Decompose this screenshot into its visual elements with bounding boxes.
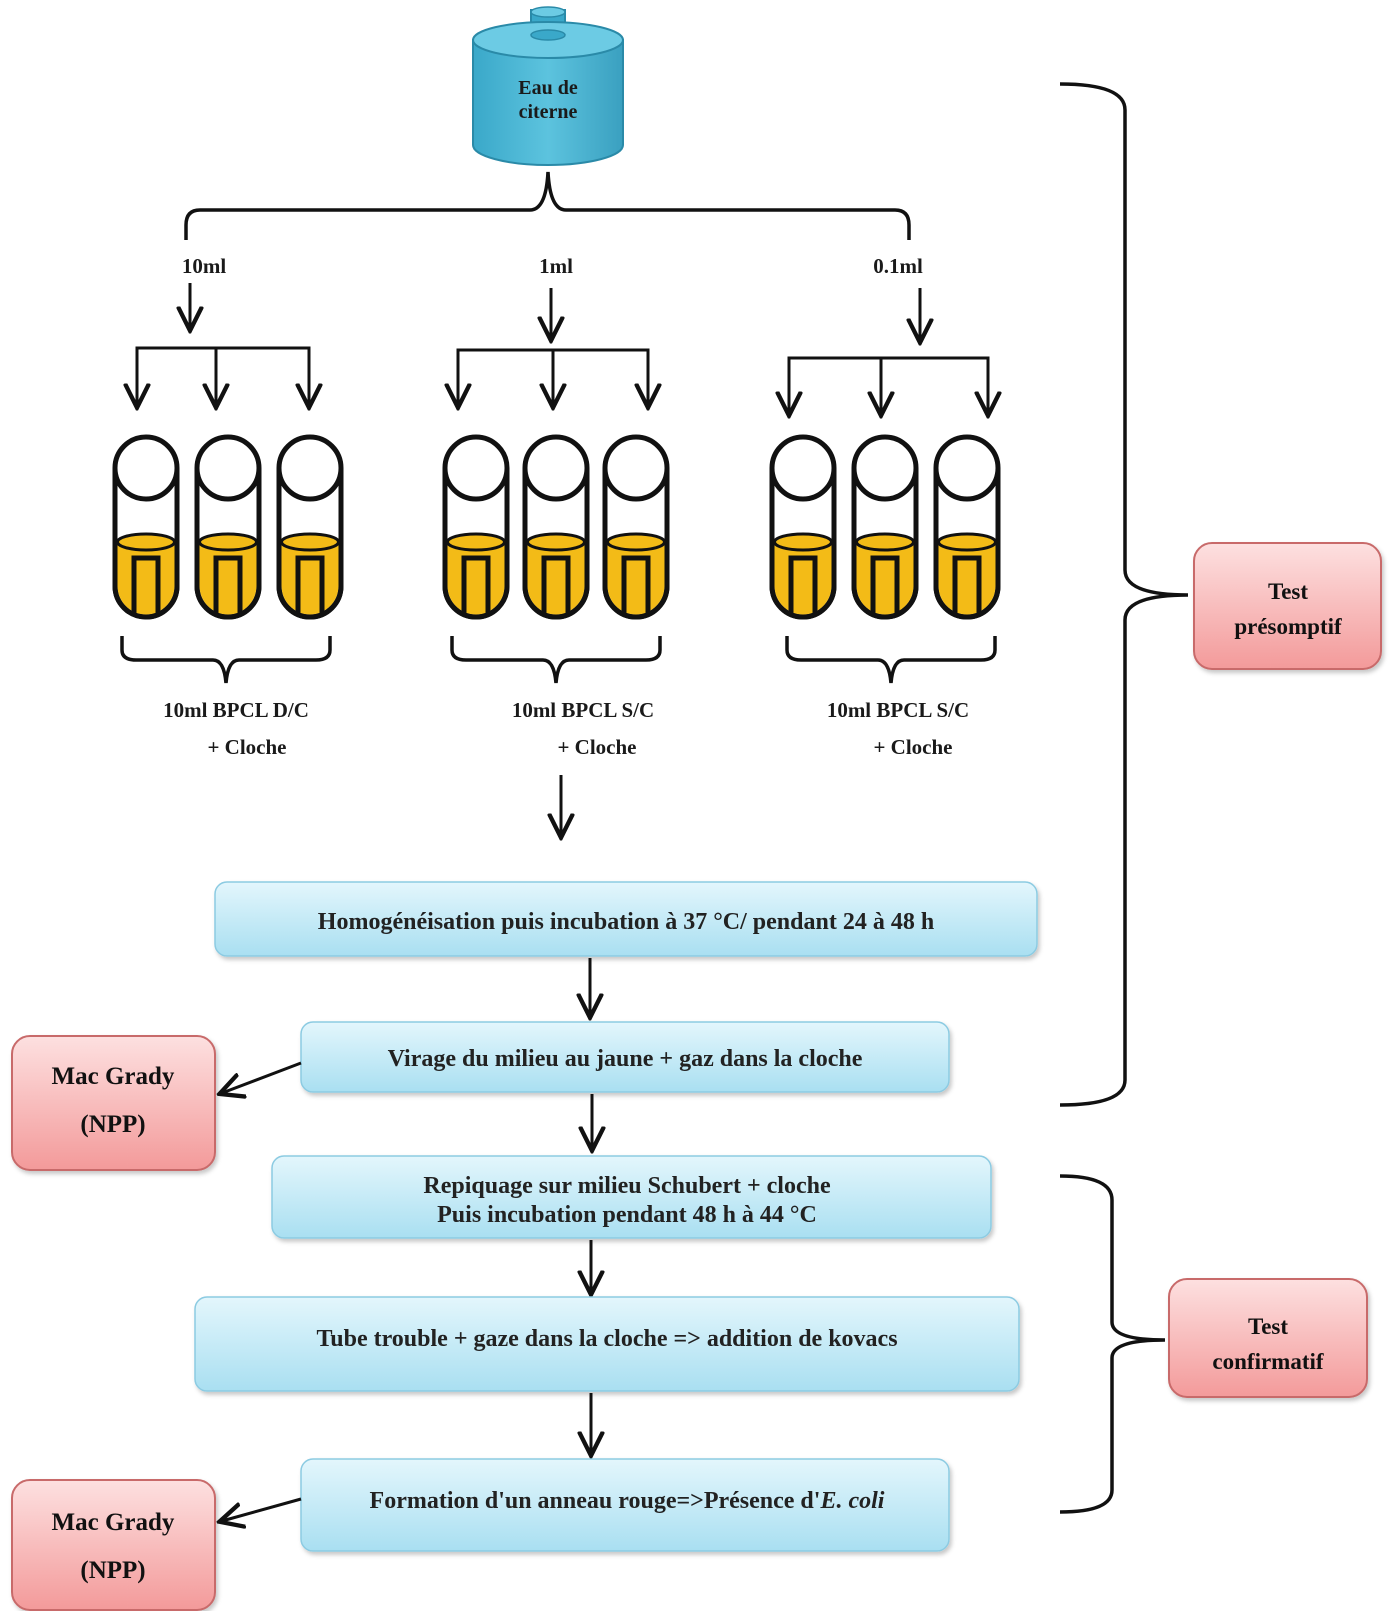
arrow-to-result-2 [222, 1497, 302, 1521]
result-mac-grady-2: Mac Grady (NPP) [11, 1479, 216, 1611]
tube-distribution-group-1 [137, 346, 309, 405]
medium-label-1-line1: 10ml BPCL D/C [163, 698, 309, 722]
incubation-text: Homogénéisation puis incubation à 37 °C/… [318, 909, 934, 935]
test-confirmatif-box: Test confirmatif [1168, 1278, 1368, 1398]
anneau-species: E. coli [819, 1488, 884, 1514]
group-bracket-3 [785, 636, 997, 684]
medium-label-2-line1: 10ml BPCL S/C [512, 698, 654, 722]
anneau-prefix: Formation d'un anneau rouge=>Présence d' [370, 1488, 821, 1514]
group-bracket-2 [450, 636, 662, 684]
presomptif-brace [1059, 82, 1189, 1107]
confirmatif-brace [1059, 1174, 1166, 1514]
test-tubes-group-2 [445, 437, 667, 617]
tube-distribution-group-2 [458, 348, 648, 405]
test-presomptif-box: Test présomptif [1193, 542, 1382, 670]
result-2-line1: Mac Grady [52, 1509, 175, 1536]
arrow-to-result-1 [222, 1061, 302, 1093]
result-mac-grady-1: Mac Grady (NPP) [11, 1035, 216, 1171]
step-virage: Virage du milieu au jaune + gaz dans la … [300, 1021, 950, 1093]
step-anneau: Formation d'un anneau rouge=>Présence d'… [300, 1458, 950, 1552]
volume-label-10ml: 10ml [182, 254, 226, 278]
result-1-line1: Mac Grady [52, 1063, 175, 1090]
confirmatif-line1: Test [1248, 1314, 1288, 1339]
medium-label-1-line2: + Cloche [207, 735, 286, 759]
test-tube-icon [279, 437, 341, 617]
water-tank-icon: Eau de citerne [472, 6, 624, 166]
test-tube-icon [525, 437, 587, 617]
volume-label-1ml: 1ml [539, 254, 573, 278]
tube-text: Tube trouble + gaze dans la cloche => ad… [316, 1326, 897, 1352]
medium-label-3-line1: 10ml BPCL S/C [827, 698, 969, 722]
test-tube-icon [772, 437, 834, 617]
step-tube-trouble: Tube trouble + gaze dans la cloche => ad… [194, 1296, 1020, 1392]
medium-label-2-line2: + Cloche [557, 735, 636, 759]
test-tube-icon [445, 437, 507, 617]
test-tube-icon [854, 437, 916, 617]
anneau-text: Formation d'un anneau rouge=>Présence d'… [370, 1488, 885, 1514]
virage-text: Virage du milieu au jaune + gaz dans la … [388, 1046, 863, 1072]
source-label-line2: citerne [519, 101, 578, 123]
result-1-line2: (NPP) [80, 1111, 145, 1138]
repiquage-text-line1: Repiquage sur milieu Schubert + cloche [423, 1173, 831, 1199]
test-tubes-group-1 [115, 437, 341, 617]
step-repiquage: Repiquage sur milieu Schubert + cloche P… [271, 1155, 992, 1239]
confirmatif-line2: confirmatif [1212, 1349, 1323, 1374]
test-tube-icon [115, 437, 177, 617]
test-tube-icon [936, 437, 998, 617]
presomptif-line1: Test [1268, 579, 1308, 604]
group-bracket-1 [120, 636, 332, 684]
source-label-line1: Eau de [518, 77, 578, 99]
volume-label-0.1ml: 0.1ml [873, 254, 923, 278]
presomptif-line2: présomptif [1234, 614, 1342, 639]
repiquage-text-line2: Puis incubation pendant 48 h à 44 °C [437, 1202, 817, 1228]
result-2-line2: (NPP) [80, 1557, 145, 1584]
test-tube-icon [197, 437, 259, 617]
test-tube-icon [605, 437, 667, 617]
tube-distribution-group-3 [789, 356, 988, 413]
medium-label-3-line2: + Cloche [873, 735, 952, 759]
step-incubation: Homogénéisation puis incubation à 37 °C/… [214, 881, 1038, 957]
test-tubes-group-3 [772, 437, 998, 617]
distribution-bracket [184, 171, 911, 240]
